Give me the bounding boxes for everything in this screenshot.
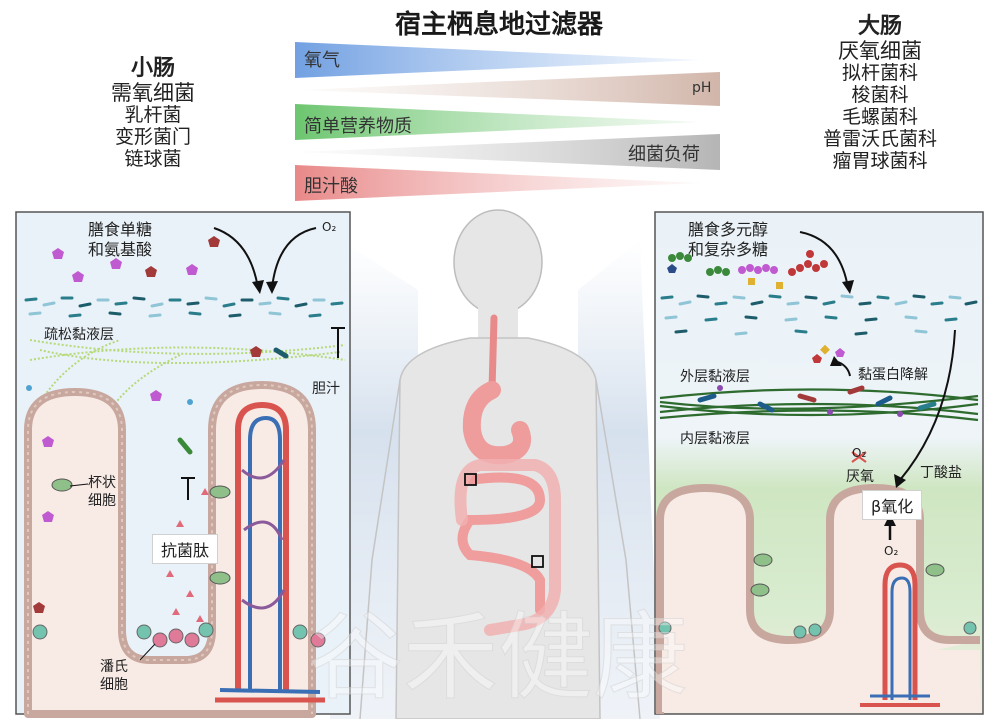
dietary-polyols-label-2: 和复杂多糖: [688, 240, 769, 259]
watermark: 谷禾健康: [308, 603, 688, 713]
small-intestine-panel: [15, 211, 351, 718]
microbe-item: 厌氧细菌: [838, 39, 922, 64]
small-intestine-list: 小肠 需氧细菌 乳杆菌 变形菌门 链球菌: [88, 56, 218, 171]
o2-epithelium-label: O₂: [884, 544, 899, 558]
bile-label: 胆汁: [312, 381, 340, 397]
small-intestine-heading: 小肠: [130, 56, 175, 81]
microbe-item: 乳杆菌: [124, 104, 182, 127]
bacterial-load-label: 细菌负荷: [628, 144, 700, 165]
dietary-polyols-label: 膳食多元醇: [688, 220, 769, 239]
goblet-cell-label-2: 细胞: [88, 493, 116, 509]
loose-mucus-label: 疏松黏液层: [44, 327, 114, 343]
ph-label: pH: [692, 80, 712, 96]
bile-acid-wedge: [295, 165, 700, 201]
microbe-item: 需氧细菌: [111, 81, 195, 106]
microbe-item: 普雷沃氏菌科: [822, 127, 937, 150]
small-intestine-marker: [464, 473, 477, 486]
butyrate-label: 丁酸盐: [920, 465, 962, 481]
beta-oxidation-label: β氧化: [862, 490, 923, 520]
large-intestine-panel: [654, 211, 984, 715]
o2-crossed-label: O₂: [852, 446, 867, 460]
left-beam: [330, 240, 418, 719]
mucin-degradation-label: 黏蛋白降解: [858, 367, 928, 383]
microbe-item: 链球菌: [124, 148, 182, 171]
digestive-tract: [454, 314, 561, 636]
dietary-sugars-label-2: 和氨基酸: [88, 240, 153, 259]
large-intestine-marker: [531, 555, 544, 568]
microbe-item: 拟杆菌科: [841, 62, 918, 85]
nutrients-wedge: [295, 104, 700, 140]
ph-wedge: [300, 72, 720, 106]
inner-mucus-label: 内层黏液层: [680, 431, 750, 447]
paneth-cell-label: 潘氏: [100, 659, 128, 675]
microbe-item: 变形菌门: [114, 126, 191, 149]
microbe-item: 瘤胃球菌科: [832, 149, 928, 172]
paneth-cell-label-2: 细胞: [100, 677, 128, 693]
oxygen-label: 氧气: [304, 50, 340, 71]
goblet-cell-label: 杯状: [88, 475, 116, 491]
microbe-item: 梭菌科: [851, 84, 909, 107]
dietary-sugars-label: 膳食单糖: [88, 220, 153, 239]
oxygen-wedge: [295, 42, 700, 78]
o2-label: O₂: [322, 220, 337, 234]
human-body: [359, 209, 641, 719]
anaerobic-label: 厌氧: [846, 469, 874, 485]
bile-acid-label: 胆汁酸: [304, 176, 358, 197]
outer-mucus-label: 外层黏液层: [680, 369, 750, 385]
microbe-item: 毛螺菌科: [841, 106, 918, 129]
nutrients-label: 简单营养物质: [304, 116, 412, 137]
antimicrobial-peptide-label: 抗菌肽: [152, 534, 219, 564]
large-intestine-heading: 大肠: [857, 14, 902, 39]
large-intestine-list: 大肠 厌氧细菌 拟杆菌科 梭菌科 毛螺菌科 普雷沃氏菌科 瘤胃球菌科: [800, 14, 960, 173]
diagram-title: 宿主栖息地过滤器: [394, 10, 603, 40]
bacterial-load-wedge: [300, 134, 720, 170]
